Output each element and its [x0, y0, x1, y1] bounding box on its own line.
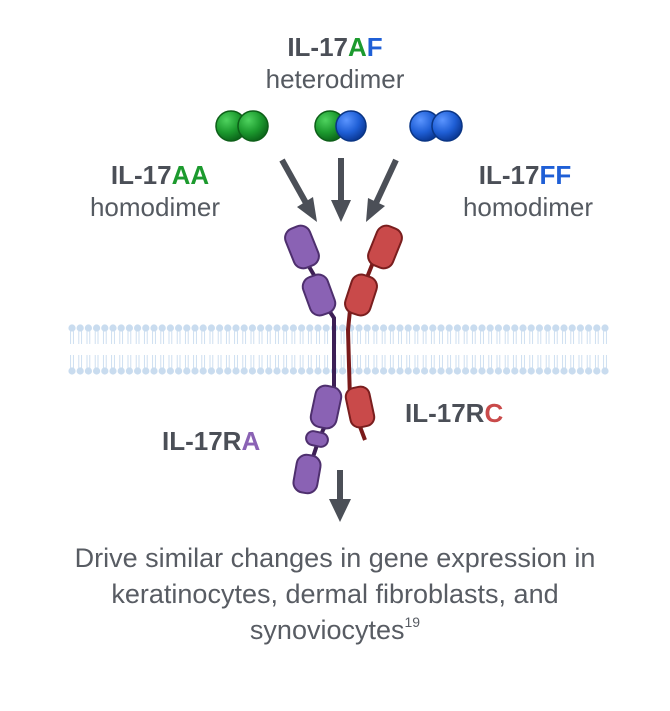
il17ff-prefix: IL-17	[478, 160, 540, 190]
il17ra-suffix: A	[241, 426, 261, 456]
il17af-a: A	[348, 32, 367, 62]
caption: Drive similar changes in gene expression…	[20, 540, 650, 648]
il17ff-suffix: FF	[539, 160, 572, 190]
arrow-right	[366, 158, 399, 222]
il17af-label: IL-17AF	[235, 34, 435, 60]
il17af-desc: heterodimer	[265, 64, 405, 94]
caption-line-1: Drive similar changes in gene expression…	[74, 543, 596, 573]
il17aa-label: IL-17AA	[60, 162, 260, 188]
caption-line-3-text: synoviocytes	[249, 615, 405, 645]
il17aa-desc: homodimer	[89, 192, 221, 222]
il17rc-prefix: IL-17R	[405, 398, 485, 428]
il17aa-dimer	[215, 110, 269, 142]
arrow-down	[329, 470, 351, 522]
il17ra-prefix: IL-17R	[162, 426, 242, 456]
il17rc-suffix: C	[484, 398, 504, 428]
il17ff-label: IL-17FF	[425, 162, 625, 188]
arrow-middle	[331, 158, 351, 222]
caption-line-2: keratinocytes, dermal fibroblasts, and	[111, 579, 559, 609]
il17aa-prefix: IL-17	[110, 160, 172, 190]
il17ff-desc: homodimer	[462, 192, 594, 222]
caption-line-3: synoviocytes19	[20, 612, 650, 648]
il17rc-label: IL-17RC	[405, 400, 525, 426]
caption-reference: 19	[404, 614, 421, 630]
il17aa-suffix: AA	[171, 160, 210, 190]
il17af-f: F	[366, 32, 383, 62]
il17ra-receptor	[284, 224, 343, 495]
il17af-dimer	[314, 110, 367, 142]
il17af-prefix: IL-17	[287, 32, 348, 62]
arrow-left	[279, 158, 317, 222]
il17rc-receptor	[344, 224, 403, 441]
il17ff-dimer	[409, 110, 463, 142]
cell-membrane	[68, 324, 609, 375]
il17ra-label: IL-17RA	[162, 428, 282, 454]
